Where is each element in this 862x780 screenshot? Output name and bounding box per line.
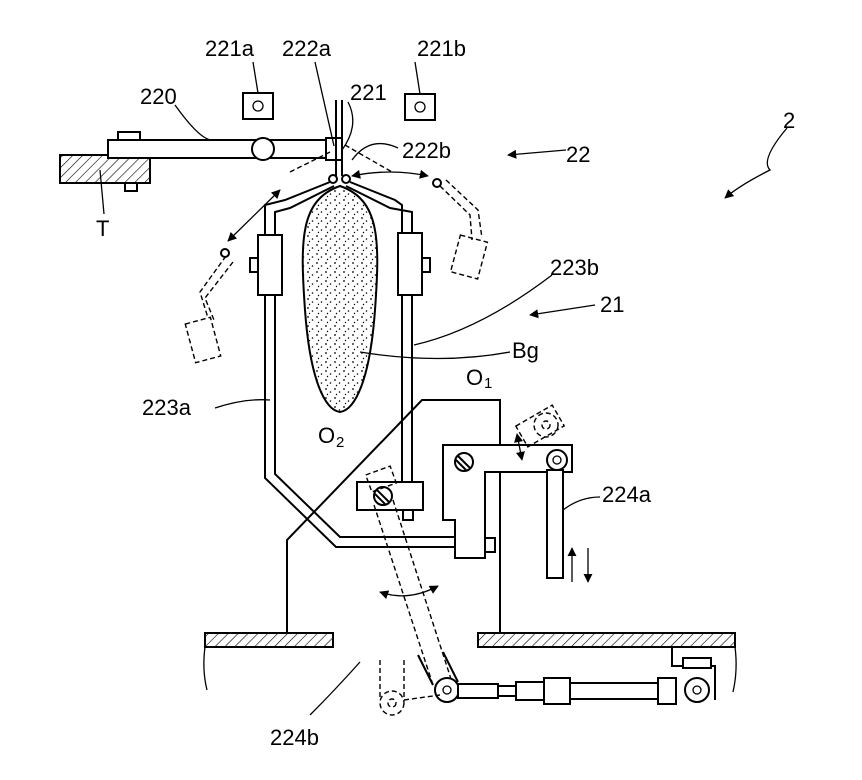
label-223a: 223a <box>142 395 192 420</box>
arm-220 <box>108 132 342 160</box>
svg-text:O: O <box>318 423 335 448</box>
label-222a: 222a <box>282 36 332 61</box>
label-222b: 222b <box>402 138 451 163</box>
label-22: 22 <box>566 142 590 167</box>
pivot-O2 <box>357 466 423 520</box>
label-224a: 224a <box>602 482 652 507</box>
link-224b <box>374 500 452 685</box>
svg-text:1: 1 <box>484 375 492 392</box>
sensor-221a <box>243 93 273 119</box>
svg-text:2: 2 <box>336 434 344 451</box>
bag-Bg <box>303 186 378 412</box>
label-221b: 221b <box>417 36 466 61</box>
label-21: 21 <box>600 292 624 317</box>
label-O2: O 2 <box>318 423 344 451</box>
sensor-221b <box>405 94 435 120</box>
label-221: 221 <box>350 80 387 105</box>
label-O1: O 1 <box>466 365 492 392</box>
svg-text:O: O <box>466 365 483 390</box>
label-221a: 221a <box>205 36 255 61</box>
rod-224a <box>547 470 588 582</box>
bottom-cylinder <box>380 647 715 715</box>
label-2: 2 <box>783 108 795 133</box>
label-223b: 223b <box>550 255 599 280</box>
label-220: 220 <box>140 84 177 109</box>
table-T <box>60 155 150 214</box>
label-Bg: Bg <box>512 338 539 363</box>
label-224b: 224b <box>270 725 319 750</box>
label-T: T <box>96 216 109 241</box>
